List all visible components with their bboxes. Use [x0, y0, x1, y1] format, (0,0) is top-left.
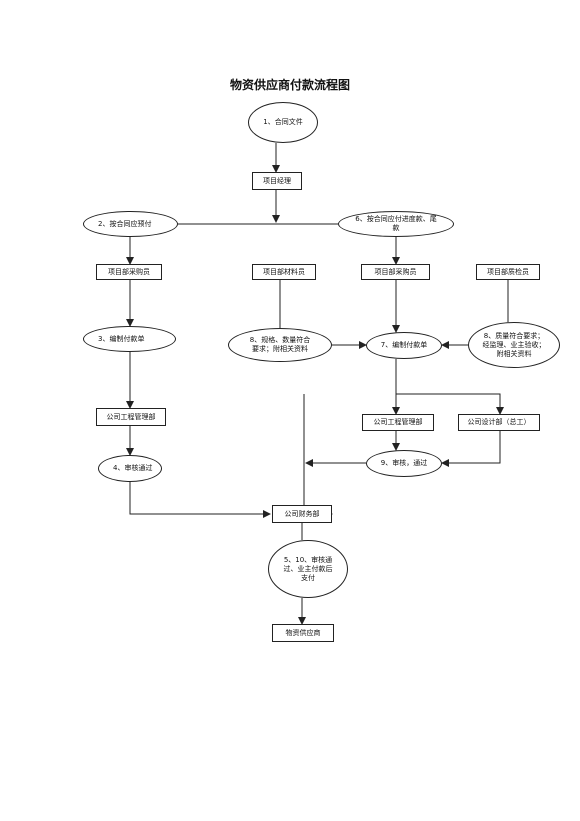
node-quality-check: 8、质量符合要求； 经监理、业主验收； 附相关资料 — [468, 322, 560, 368]
box-project-manager: 项目经理 — [252, 172, 302, 190]
node-review-approved-4: 4、审核通过 — [98, 455, 162, 482]
connector-merge-to-finance — [303, 394, 333, 518]
node-final-payment: 5、10、审核通 过、业主付款后 支付 — [268, 540, 348, 598]
node-prepare-payment-slip-7: 7、编制付款单 — [366, 332, 442, 359]
node-advance-payment: 2、按合同应预付 — [83, 211, 178, 237]
box-finance-dept: 公司财务部 — [272, 505, 332, 523]
box-engineering-dept-right: 公司工程管理部 — [362, 414, 434, 431]
box-material-supplier: 物资供应商 — [272, 624, 334, 642]
page-title: 物资供应商付款流程图 — [229, 78, 350, 92]
node-progress-final-payment: 6、按合同应付进度款、尾 款 — [338, 211, 454, 237]
node-review-approved-9: 9、审核，通过 — [366, 450, 442, 477]
node-contract-documents: 1、合同文件 — [248, 102, 318, 143]
box-project-buyer-left: 项目部采购员 — [96, 264, 162, 280]
connector-design-to-9 — [441, 431, 501, 467]
node-prepare-payment-slip-3: 3、编制付款单 — [83, 326, 176, 352]
box-design-dept: 公司设计部（总工） — [458, 414, 540, 431]
box-project-material-officer: 项目部材料员 — [252, 264, 316, 280]
connector-4-to-finance — [129, 482, 271, 518]
connector-7-to-design — [396, 393, 504, 415]
node-spec-quantity-check: 8、规格、数量符合 要求；附相关资料 — [228, 328, 332, 362]
box-project-buyer-right: 项目部采购员 — [361, 264, 430, 280]
box-project-quality-inspector: 项目部质检员 — [476, 264, 540, 280]
box-engineering-dept-left: 公司工程管理部 — [96, 408, 166, 426]
